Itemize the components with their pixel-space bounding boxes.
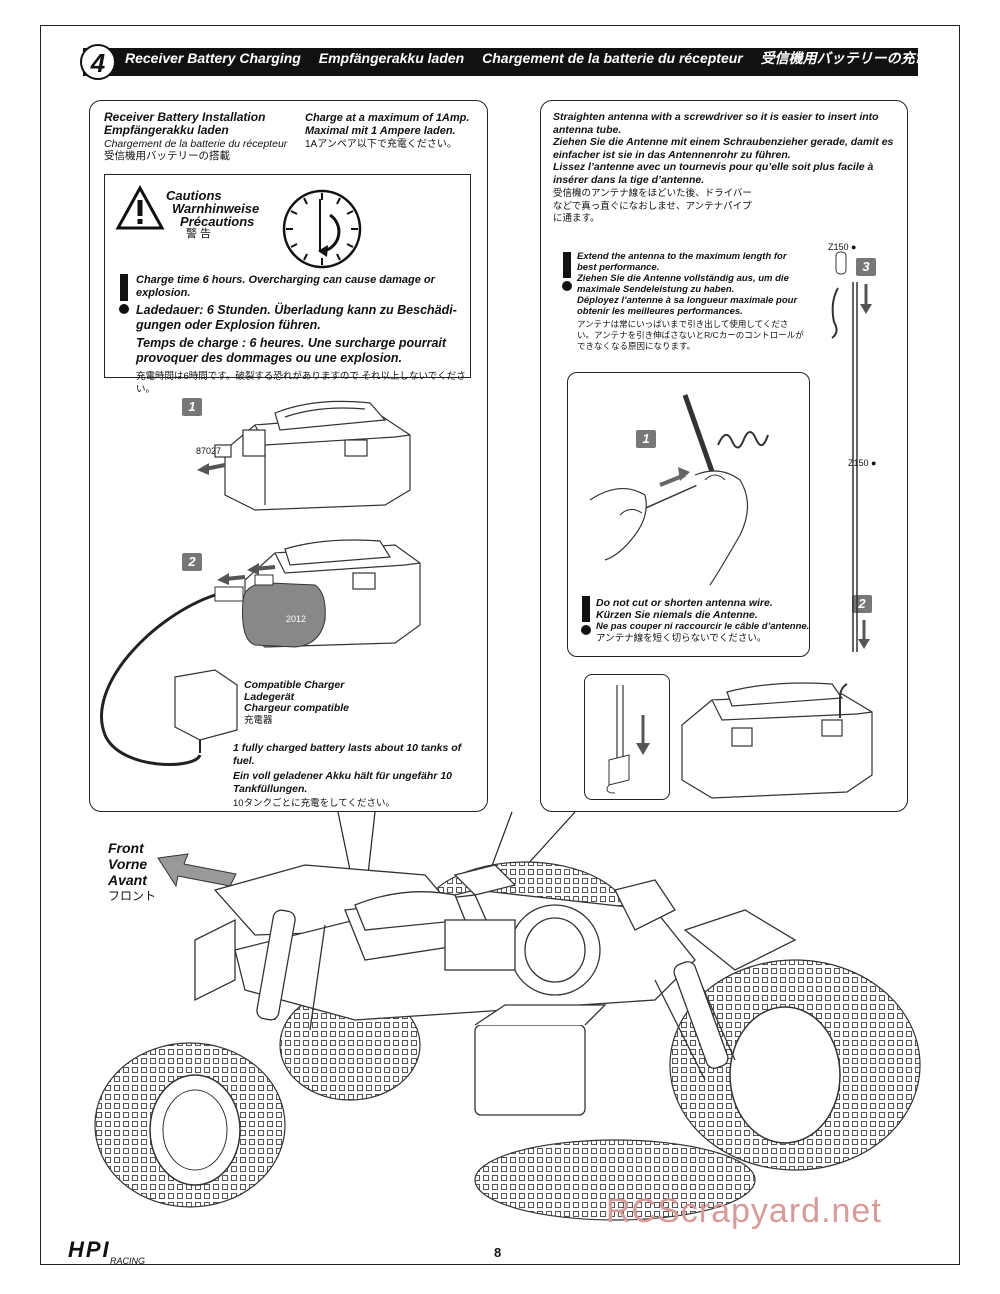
caution-titles: Cautions Warnhinweise Précautions 警 告 <box>166 189 259 241</box>
charger-en: Compatible Charger <box>244 679 345 691</box>
charge-en: Charge at a maximum of 1Amp. <box>305 112 470 124</box>
front-de: Vorne <box>108 856 148 872</box>
tanks-en: 1 fully charged battery lasts about 10 t… <box>233 742 462 767</box>
header-title-fr: Chargement de la batterie du récepteur <box>482 50 743 66</box>
front-fr: Avant <box>108 872 147 888</box>
section-header-titles: Receiver Battery Charging Empfängerakku … <box>125 48 943 76</box>
buggy-car-illustration <box>94 861 921 1221</box>
step-number-badge: 4 <box>80 44 116 80</box>
caution-text-de: Ladedauer: 6 Stunden. Überladung kann zu… <box>136 303 457 332</box>
header-title-en: Receiver Battery Charging <box>125 50 301 66</box>
charger-label: Compatible Charger Ladegerät Chargeur co… <box>244 679 350 726</box>
front-jp: フロント <box>108 889 157 903</box>
straighten-en: Straighten antenna with a screwdriver so… <box>553 111 879 136</box>
left-step-1-badge: 1 <box>182 398 202 416</box>
charger-fr: Chargeur compatible <box>244 702 350 714</box>
nocut-jp: アンテナ線を短く切らないでください。 <box>596 632 767 644</box>
extend-note: Extend the antenna to the maximum length… <box>577 251 805 352</box>
receiver-box-illustration-1 <box>197 400 411 511</box>
caution-title-de: Warnhinweise <box>172 201 260 216</box>
warning-triangle-icon <box>115 184 165 230</box>
extend-jp: アンテナは常にいっぱいまで引き出して使用してください。アンテナを引き伸ばさないと… <box>577 319 804 351</box>
nocut-en: Do not cut or shorten antenna wire. <box>596 597 773 609</box>
charger-jp: 充電器 <box>244 714 273 726</box>
tanks-jp: 10タンクごとに充電をしてください。 <box>233 798 395 809</box>
caution-text: Charge time 6 hours. Overcharging can ca… <box>136 274 466 396</box>
caution-text-fr: Temps de charge : 6 heures. Une surcharg… <box>136 336 447 365</box>
straighten-note: Straighten antenna with a screwdriver so… <box>553 111 903 226</box>
straighten-de: Ziehen Sie die Antenne mit einem Schraub… <box>553 136 894 161</box>
hpi-logo-sub: RACING <box>110 1256 146 1266</box>
front-en: Front <box>108 840 144 856</box>
charge-note: Charge at a maximum of 1Amp. Maximal mit… <box>305 112 469 151</box>
exclamation-icon <box>119 274 129 314</box>
part-z150-tube: Z150 ● <box>848 458 877 468</box>
exclamation-icon <box>562 252 572 291</box>
section-header-banner: Receiver Battery Charging Empfängerakku … <box>83 48 929 76</box>
front-label: Front Vorne Avant フロント <box>108 840 156 904</box>
hands-screwdriver-illustration <box>589 394 769 586</box>
straighten-jp: 受信機のアンテナ線をほどいた後、ドライバーなどで真っ直ぐになおしませ、アンテナパ… <box>553 188 752 224</box>
extend-de: Ziehen Sie die Antenne vollständig aus, … <box>577 273 789 295</box>
title-de: Empfängerakku laden <box>104 123 229 137</box>
part-2012: 2012 <box>286 614 307 624</box>
title-en: Receiver Battery Installation <box>104 110 266 124</box>
part-z150-cap: Z150 ● <box>828 242 857 252</box>
clock-icon <box>282 189 362 269</box>
antenna-tube-illustration <box>831 251 872 652</box>
header-title-de: Empfängerakku laden <box>318 50 465 66</box>
caution-text-en: Charge time 6 hours. Overcharging can ca… <box>136 274 435 299</box>
left-step-2-badge: 2 <box>182 553 202 571</box>
caution-title-jp: 警 告 <box>186 228 212 240</box>
no-cut-note: Do not cut or shorten antenna wire. Kürz… <box>596 597 810 644</box>
caution-box <box>104 174 471 378</box>
receiver-box-illustration-2 <box>681 682 873 799</box>
watermark: RCScrapyard.net <box>606 1192 882 1230</box>
nocut-fr: Ne pas couper ni raccourcir le câble d’a… <box>596 621 810 632</box>
antenna-mount-detail <box>606 685 650 794</box>
caution-title-fr: Précautions <box>180 214 255 229</box>
title-fr: Chargement de la batterie du récepteur <box>104 138 288 150</box>
header-title-jp: 受信機用バッテリーの充電 <box>760 50 929 66</box>
extend-en: Extend the antenna to the maximum length… <box>577 251 787 273</box>
battery-charger-illustration <box>100 539 421 766</box>
exclamation-icon <box>581 596 591 635</box>
battery-life-note: 1 fully charged battery lasts about 10 t… <box>233 742 483 811</box>
z150-cap-label: Z150 <box>828 242 849 252</box>
hpi-logo: HPI <box>68 1237 111 1262</box>
z150-tube-label: Z150 <box>848 458 869 468</box>
part-87027: 87027 <box>196 446 222 456</box>
caution-text-jp: 充電時間は6時間です。破裂する恐れがありますので それ以上しないでください。 <box>136 371 466 395</box>
right-step-1-badge: 1 <box>636 430 656 448</box>
charge-de: Maximal mit 1 Ampere laden. <box>305 125 456 137</box>
caution-title-en: Cautions <box>166 188 222 203</box>
extend-fr: Déployez l’antenne à sa longueur maximal… <box>577 295 798 317</box>
left-panel-title: Receiver Battery Installation Empfängera… <box>104 111 265 137</box>
page-frame <box>40 25 960 1265</box>
charge-jp: 1Aアンペア以下で充電ください。 <box>305 139 457 150</box>
straighten-fr: Lissez l’antenne avec un tournevis pour … <box>553 161 874 186</box>
page-number: 8 <box>494 1245 502 1260</box>
tanks-de: Ein voll geladener Akku hält für ungefäh… <box>233 770 452 795</box>
left-title-fr-jp: Chargement de la batterie du récepteur 受… <box>104 138 287 162</box>
nocut-de: Kürzen Sie niemals die Antenne. <box>596 608 758 621</box>
front-arrow-icon <box>157 853 237 888</box>
title-jp: 受信機用バッテリーの搭載 <box>104 150 230 162</box>
right-step-3-badge: 3 <box>856 258 876 276</box>
charger-de: Ladegerät <box>244 690 295 703</box>
